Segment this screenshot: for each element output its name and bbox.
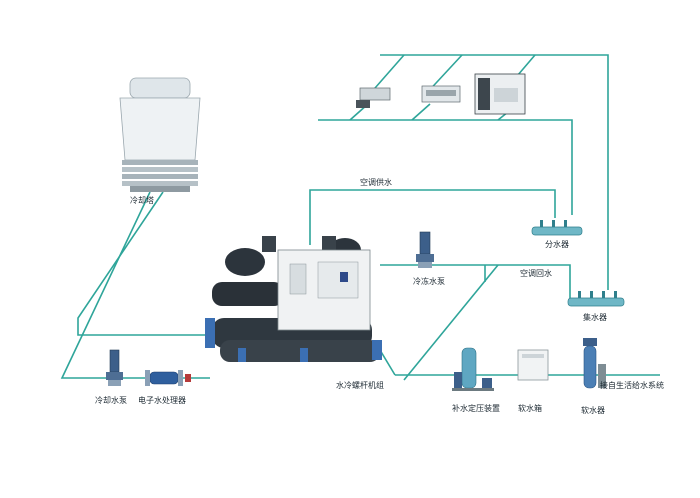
pipe-chiller-to-makeup: [380, 350, 395, 375]
ceiling-unit-icon: [422, 86, 460, 102]
makeup-pressure-device-icon: [452, 348, 494, 391]
water-collector-icon: [568, 291, 624, 306]
pipe-tower-in: [78, 192, 212, 335]
label-softener: 软水器: [581, 405, 605, 415]
chilled-water-pump-icon: [416, 232, 434, 268]
cooling-water-pump-icon: [106, 350, 123, 386]
label-electronic-treater: 电子水处理器: [138, 395, 186, 405]
pipe-branch-5: [412, 104, 430, 120]
pipe-top-return: [318, 120, 572, 215]
label-chilled-pump: 冷冻水泵: [413, 276, 445, 286]
cooling-tower-icon: [120, 78, 200, 192]
pipe-tower-out: [62, 192, 210, 378]
label-ac-return: 空调回水: [520, 268, 552, 278]
air-handler-unit-icon: [475, 74, 525, 114]
screw-chiller-unit-icon: [205, 236, 382, 362]
water-distributor-icon: [532, 220, 582, 235]
label-domestic-supply: 接自生活给水系统: [600, 380, 664, 390]
pipe-ac-supply: [310, 190, 555, 245]
label-water-collector: 集水器: [583, 312, 607, 322]
label-ac-supply: 空调供水: [360, 177, 392, 187]
label-water-distributor: 分水器: [545, 239, 569, 249]
softened-water-tank-icon: [518, 350, 548, 380]
label-softened-tank: 软水箱: [518, 403, 542, 413]
label-cooling-pump: 冷却水泵: [95, 395, 127, 405]
label-makeup-device: 补水定压装置: [452, 403, 500, 413]
label-chiller-unit: 水冷螺杆机组: [336, 380, 384, 390]
label-cooling-tower: 冷却塔: [130, 195, 154, 205]
fan-coil-unit-icon: [356, 88, 390, 108]
